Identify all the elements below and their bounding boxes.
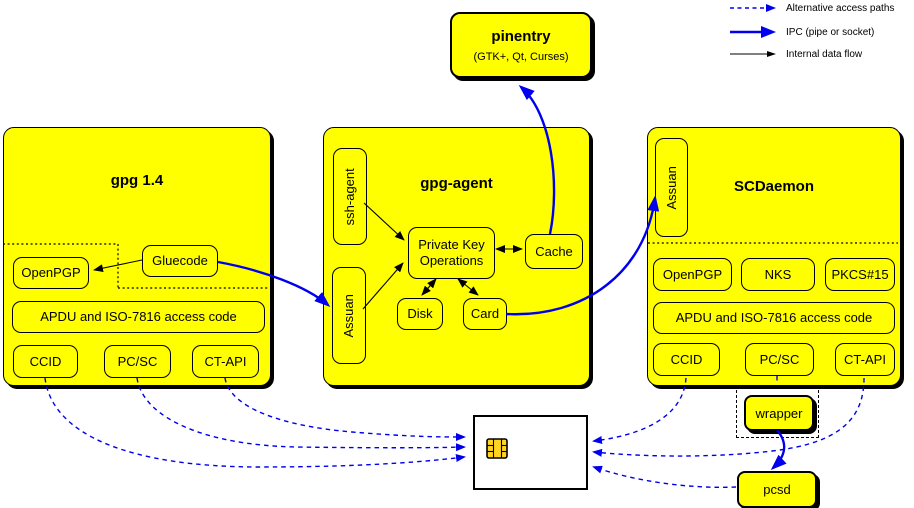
- gpg14-pcsc-label: PC/SC: [117, 353, 158, 369]
- gpgagent-card-box: Card: [463, 298, 507, 330]
- gpg14-ccid-box: CCID: [13, 345, 78, 378]
- gpg14-apdu-label: APDU and ISO-7816 access code: [40, 309, 237, 325]
- gpgagent-cache-label: Cache: [535, 243, 573, 259]
- gpg14-openpgp-box: OpenPGP: [13, 257, 89, 289]
- legend-label: Alternative access paths: [786, 2, 895, 14]
- legend-item-alternative: Alternative access paths: [730, 2, 894, 14]
- scdaemon-apdu-box: APDU and ISO-7816 access code: [653, 302, 895, 334]
- scdaemon-apdu-label: APDU and ISO-7816 access code: [675, 310, 873, 326]
- gpgagent-private-key-operations-box: Private Key Operations: [408, 227, 495, 279]
- scdaemon-pcsc-label: PC/SC: [759, 351, 800, 367]
- gpg14-title: gpg 1.4: [110, 172, 164, 189]
- pinentry-title: pinentry: [491, 27, 551, 45]
- pcsd-box: pcsd: [737, 471, 817, 508]
- scdaemon-assuan-label: Assuan: [663, 165, 679, 210]
- wrapper-dashed-outline: [736, 385, 819, 438]
- scdaemon-pcsc-box: PC/SC: [745, 343, 814, 376]
- gpgagent-sshagent-box: ssh-agent: [333, 148, 367, 245]
- gpgagent-assuan-box: Assuan: [332, 267, 366, 364]
- legend-label: Internal data flow: [786, 48, 863, 60]
- pinentry-box: pinentry (GTK+, Qt, Curses): [450, 12, 592, 78]
- scdaemon-ctapi-box: CT-API: [835, 343, 895, 376]
- scdaemon-box: SCDaemon: [647, 127, 901, 386]
- pko-line2: Operations: [419, 253, 484, 268]
- solid-blue-arrow-icon: [730, 26, 776, 38]
- gpgagent-sshagent-label: ssh-agent: [342, 167, 358, 226]
- scdaemon-ccid-label: CCID: [670, 351, 703, 367]
- scdaemon-pkcs15-box: PKCS#15: [825, 258, 895, 291]
- scdaemon-nks-box: NKS: [741, 258, 815, 291]
- gpgagent-assuan-label: Assuan: [341, 293, 357, 338]
- gpg14-ctapi-label: CT-API: [204, 353, 247, 369]
- scdaemon-pkcs15-label: PKCS#15: [831, 266, 889, 282]
- gpg14-gluecode-label: Gluecode: [152, 253, 208, 269]
- legend-item-ipc: IPC (pipe or socket): [730, 25, 874, 39]
- scdaemon-nks-label: NKS: [764, 266, 792, 282]
- legend-item-internal: Internal data flow: [730, 48, 862, 60]
- gpg14-ccid-label: CCID: [29, 353, 62, 369]
- smartcard-chip-icon: [486, 438, 508, 459]
- smartcard: [473, 415, 588, 490]
- gpg14-gluecode-box: Gluecode: [142, 245, 218, 277]
- pcsd-label: pcsd: [763, 482, 791, 497]
- legend-label: IPC (pipe or socket): [786, 26, 875, 38]
- gpg14-apdu-box: APDU and ISO-7816 access code: [12, 301, 265, 333]
- gpg14-box: gpg 1.4: [3, 127, 271, 386]
- scdaemon-openpgp-box: OpenPGP: [653, 258, 732, 291]
- black-arrow-icon: [730, 51, 776, 57]
- scdaemon-openpgp-label: OpenPGP: [662, 266, 723, 282]
- scdaemon-ccid-box: CCID: [653, 343, 720, 376]
- gpg14-openpgp-label: OpenPGP: [21, 265, 81, 281]
- scdaemon-ctapi-label: CT-API: [844, 351, 886, 367]
- gpgagent-title: gpg-agent: [420, 175, 493, 192]
- pinentry-subtitle: (GTK+, Qt, Curses): [473, 50, 569, 63]
- dashed-blue-arrow-icon: [730, 4, 776, 12]
- gpgagent-disk-box: Disk: [397, 298, 443, 330]
- gpg14-ctapi-box: CT-API: [192, 345, 259, 378]
- gpg14-pcsc-box: PC/SC: [104, 345, 171, 378]
- scdaemon-assuan-box: Assuan: [655, 138, 688, 237]
- gpgagent-disk-label: Disk: [407, 306, 433, 322]
- pko-line1: Private Key: [418, 237, 485, 253]
- gpgagent-cache-box: Cache: [525, 234, 583, 269]
- scdaemon-title: SCDaemon: [733, 178, 815, 195]
- gpgagent-card-label: Card: [470, 306, 500, 322]
